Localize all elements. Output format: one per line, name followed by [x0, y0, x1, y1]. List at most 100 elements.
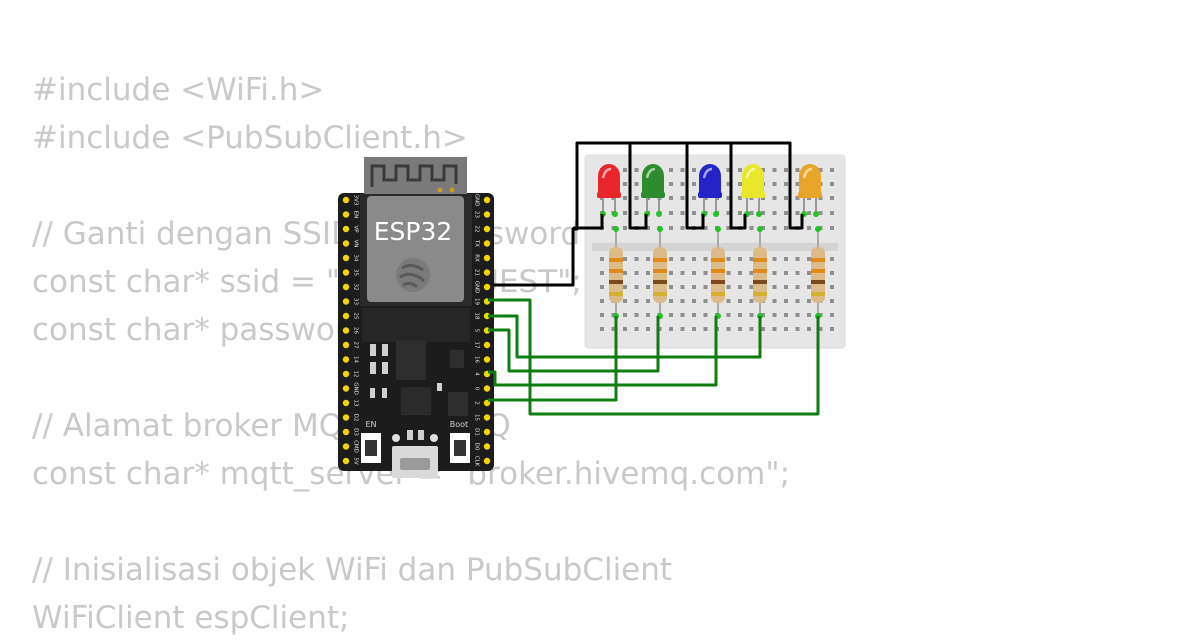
pin-label: VP: [353, 225, 359, 233]
ground-wire-red: [573, 214, 604, 230]
boot-button-label: Boot: [450, 420, 468, 429]
pin-left[interactable]: [342, 312, 350, 320]
pin-label: 26: [353, 327, 359, 334]
pin-left[interactable]: [342, 399, 350, 407]
pin-label: 3V3: [353, 195, 359, 206]
pin-left[interactable]: [342, 428, 350, 436]
pin-label: 13: [353, 400, 359, 407]
pin-label: 2: [474, 401, 480, 405]
en-button[interactable]: [361, 433, 381, 463]
pin-label: 14: [353, 356, 359, 363]
pin-right[interactable]: [483, 269, 491, 276]
pin-left[interactable]: [342, 298, 350, 305]
pin-right[interactable]: [483, 428, 491, 436]
pin-label: D0: [474, 443, 480, 451]
pin-left[interactable]: [342, 341, 350, 349]
pin-label: 25: [353, 313, 359, 320]
pin-label: 21: [474, 269, 480, 276]
pin-left[interactable]: [342, 254, 350, 262]
pin-left[interactable]: [342, 211, 350, 218]
pin-right[interactable]: [483, 225, 491, 233]
leds: [597, 164, 822, 217]
resistor: [653, 226, 667, 319]
pin-label: 22: [474, 226, 480, 233]
pin-label: GND: [474, 281, 480, 294]
pin-left[interactable]: [342, 414, 350, 421]
pin-right[interactable]: [483, 196, 491, 204]
pin-left[interactable]: [342, 356, 350, 363]
pin-label: 19: [474, 298, 480, 305]
espressif-logo-icon: [396, 258, 430, 292]
ground-wire-green: [628, 143, 648, 230]
signal-wire-blue: [488, 316, 718, 387]
led-orange: [798, 164, 822, 217]
module-label: ESP32: [374, 217, 453, 246]
pin-label: RX: [474, 254, 480, 262]
led-yellow: [741, 164, 765, 217]
pin-label: GND: [353, 382, 359, 395]
pin-right[interactable]: [483, 414, 491, 421]
code-line: #include <WiFi.h>: [32, 72, 325, 108]
signal-wire-green: [488, 316, 660, 373]
pin-label: 5: [474, 329, 480, 333]
pin-right[interactable]: [483, 356, 491, 363]
pin-label: 23: [474, 211, 480, 218]
signal-wire-yellow: [488, 314, 762, 359]
pin-label: CMD: [353, 440, 359, 453]
pin-left[interactable]: [342, 225, 350, 233]
pin-left[interactable]: [342, 370, 350, 378]
boot-button[interactable]: [450, 433, 470, 463]
pin-label: D1: [474, 428, 480, 436]
signal-wire-red: [488, 316, 618, 402]
led-green: [641, 164, 665, 217]
pin-right[interactable]: [483, 312, 491, 320]
pin-label: EN: [353, 211, 359, 219]
usb-port: [392, 446, 438, 478]
ground-wires: [493, 141, 804, 287]
pin-label: D3: [353, 428, 359, 436]
pin-left[interactable]: [342, 327, 350, 334]
ground-wire-yellow: [729, 143, 747, 230]
pin-right[interactable]: [483, 385, 491, 392]
ground-wire-orange: [788, 214, 804, 230]
en-button-label: EN: [365, 420, 376, 429]
pin-label: 32: [353, 284, 359, 291]
pin-label: GND: [474, 194, 480, 207]
pin-left[interactable]: [342, 269, 350, 276]
pin-right[interactable]: [483, 283, 491, 291]
ground-wire-blue: [685, 143, 705, 230]
pin-left[interactable]: [342, 240, 350, 247]
pin-label: 15: [474, 414, 480, 421]
pin-right[interactable]: [483, 240, 491, 247]
pin-left[interactable]: [342, 457, 350, 465]
pin-label: 18: [474, 313, 480, 320]
pin-right[interactable]: [483, 211, 491, 218]
led-blue: [698, 164, 722, 217]
signal-wire-orange: [488, 298, 820, 416]
resistor: [753, 226, 767, 319]
pin-left[interactable]: [342, 385, 350, 392]
pin-label: VN: [353, 240, 359, 248]
pin-right[interactable]: [483, 254, 491, 262]
pin-label: 35: [353, 269, 359, 276]
led-red: [597, 164, 621, 217]
resistor: [711, 226, 725, 319]
pin-label: TX: [474, 239, 480, 247]
pin-label: 4: [474, 372, 480, 376]
pin-label: CLK: [474, 456, 480, 467]
pin-right[interactable]: [483, 443, 491, 450]
pin-label: 0: [474, 387, 480, 391]
pin-label: 27: [353, 342, 359, 349]
code-line: // Inisialisasi objek WiFi dan PubSubCli…: [32, 552, 673, 588]
pin-label: D2: [353, 414, 359, 422]
signal-wires: [488, 298, 820, 416]
pin-left[interactable]: [342, 443, 350, 450]
code-line: #include <PubSubClient.h>: [32, 120, 468, 156]
pin-label: 5V: [353, 457, 359, 464]
pin-right[interactable]: [483, 341, 491, 349]
pin-label: 16: [474, 356, 480, 363]
pin-left[interactable]: [342, 196, 350, 204]
pin-right[interactable]: [483, 457, 491, 465]
pin-left[interactable]: [342, 283, 350, 291]
